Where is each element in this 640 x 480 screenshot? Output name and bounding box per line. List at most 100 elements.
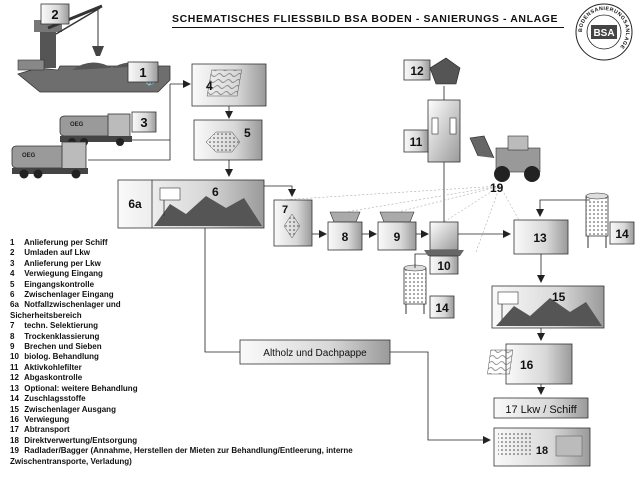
silo-icon-upper <box>585 195 609 237</box>
legend-text: Direktverwertung/Entsorgung <box>24 435 138 445</box>
legend-item: 15 Zwischenlager Ausgang <box>10 405 390 415</box>
legend-number: 12 <box>10 373 19 383</box>
legend-item: 18 Direktverwertung/Entsorgung <box>10 436 390 446</box>
truck-illustration-top: OEG <box>59 113 132 146</box>
logo-center-text: BSA <box>593 28 614 39</box>
legend-number: 15 <box>10 404 19 414</box>
legend-text: Brechen und Sieben <box>24 342 102 352</box>
waste-wood-box <box>239 339 391 365</box>
selection-icon <box>283 213 301 239</box>
legend-number: 8 <box>10 331 15 341</box>
legend-number: 1 <box>10 238 15 247</box>
legend-item: 7 techn. Selektierung <box>10 321 390 331</box>
disposal-icon <box>498 432 532 456</box>
diagram-title: SCHEMATISCHES FLIESSBILD BSA BODEN - SAN… <box>172 13 559 25</box>
step-number-19: 19 <box>490 181 504 195</box>
legend-number: 9 <box>10 342 15 352</box>
legend-text: techn. Selektierung <box>24 321 99 331</box>
legend-text: Verwiegung <box>24 414 70 424</box>
wheel-loader-illustration <box>469 135 541 182</box>
truck-label: OEG <box>70 122 84 128</box>
legend-text: Anlieferung per Schiff <box>23 238 108 247</box>
hopper-icon-8 <box>329 211 361 223</box>
step-number-12: 12 <box>410 64 424 78</box>
legend-item: 12 Abgaskontrolle <box>10 373 390 383</box>
legend-text: Anlieferung per Lkw <box>23 258 101 268</box>
legend-text: Abgaskontrolle <box>23 373 83 383</box>
storage-pile-6 <box>154 196 262 226</box>
step-marker-12 <box>403 59 431 81</box>
legend-item: 13 Optional: weitere Behandlung <box>10 384 390 394</box>
inspection-icon <box>205 131 241 153</box>
legend-text: Eingangskontrolle <box>24 279 95 289</box>
legend-number: 6 <box>10 290 15 300</box>
legend-number: 6a <box>10 300 19 310</box>
legend-item: 16 Verwiegung <box>10 415 390 425</box>
legend-item: 14 Zuschlagsstoffe <box>10 394 390 404</box>
legend-item: 11 Aktivkohlefilter <box>10 363 390 373</box>
legend-text: Zwischenlager Ausgang <box>24 404 116 414</box>
legend-text: Optional: weitere Behandlung <box>24 383 138 393</box>
step-marker-10 <box>429 255 459 275</box>
storage-pile-15 <box>496 298 602 326</box>
step-number-4: 4 <box>206 79 213 93</box>
step-number-3: 3 <box>140 115 147 130</box>
process-box-9 <box>377 221 417 251</box>
step-number-13: 13 <box>533 231 547 245</box>
step-marker-11 <box>403 129 429 153</box>
process-box-16 <box>505 343 573 385</box>
step-number-5: 5 <box>244 126 251 140</box>
loader-service-lines <box>279 185 521 253</box>
step-number-8: 8 <box>342 230 349 244</box>
legend-item: 6a Notfallzwischenlager und Sicherheitsb… <box>10 300 185 321</box>
step-number-16: 16 <box>520 358 534 372</box>
transport-label: 17 Lkw / Schiff <box>505 404 577 416</box>
legend-number: 3 <box>10 258 15 268</box>
process-box-17 <box>493 397 589 419</box>
step-number-14-upper: 14 <box>615 227 629 241</box>
legend-number: 7 <box>10 321 15 331</box>
exhaust-control-icon <box>429 57 461 85</box>
legend-number: 2 <box>10 248 15 258</box>
legend-text: Zuschlagsstoffe <box>24 394 86 404</box>
truck-illustration-bottom: OEG <box>11 141 88 179</box>
legend-item: 8 Trockenklassierung <box>10 332 390 342</box>
step-marker-2 <box>40 3 70 25</box>
legend-number: 13 <box>10 383 19 393</box>
step-number-15: 15 <box>552 290 566 304</box>
step-number-1: 1 <box>139 65 146 80</box>
waste-wood-label: Altholz und Dachpappe <box>263 348 367 359</box>
legend-text: Umladen auf Lkw <box>24 248 91 258</box>
sign-icon <box>497 291 519 305</box>
step-number-18: 18 <box>536 445 548 457</box>
legend-text: Trockenklassierung <box>24 331 100 341</box>
bio-treatment-unit <box>429 221 459 251</box>
legend-number: 4 <box>10 269 15 279</box>
step-number-9: 9 <box>394 230 401 244</box>
legend-item: 10 biolog. Behandlung <box>10 352 390 362</box>
title-underline <box>172 27 564 28</box>
truck-label: OEG <box>22 153 36 159</box>
scale-icon <box>487 349 514 375</box>
legend-text: Verwiegung Eingang <box>24 269 103 279</box>
step-number-11: 11 <box>410 135 423 149</box>
bsa-logo: BODENSANIERUNGSANLAGE BSA <box>575 3 633 61</box>
legend-item: 17 Abtransport <box>10 425 390 435</box>
legend-number: 10 <box>10 352 19 362</box>
legend-number: 5 <box>10 279 15 289</box>
legend-text: Notfallzwischenlager und Sicherheitsbere… <box>10 300 121 320</box>
silo-icon-lower <box>403 267 427 305</box>
step-number-7: 7 <box>282 204 288 216</box>
legend-item: 6 Zwischenlager Eingang <box>10 290 390 300</box>
legend-text: biolog. Behandlung <box>24 352 99 362</box>
legend-item: 1 Anlieferung per Schiff <box>10 238 390 248</box>
legend-item: 3 Anlieferung per Lkw <box>10 259 390 269</box>
legend-item: 5 Eingangskontrolle <box>10 280 390 290</box>
legend-text: Aktivkohlefilter <box>23 362 82 372</box>
legend-item: 4 Verwiegung Eingang <box>10 269 390 279</box>
legend-text: Abtransport <box>23 425 70 435</box>
legend-number: 18 <box>10 435 19 445</box>
step-marker-1 <box>127 61 159 83</box>
legend-number: 16 <box>10 414 19 424</box>
